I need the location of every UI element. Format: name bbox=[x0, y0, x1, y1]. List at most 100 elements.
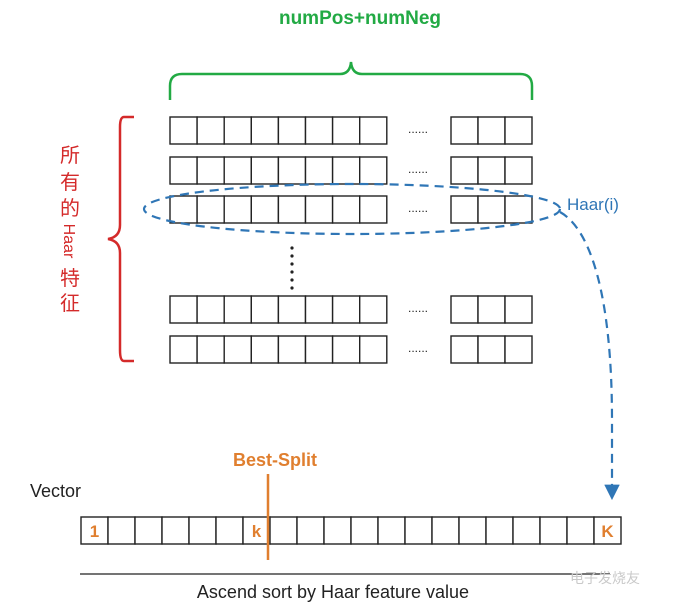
feature-cell bbox=[169, 116, 198, 145]
feature-cell bbox=[477, 195, 506, 224]
feature-cell bbox=[277, 195, 307, 224]
feature-cell bbox=[223, 116, 252, 145]
vector-cell bbox=[107, 516, 136, 545]
feature-cell bbox=[223, 195, 252, 224]
vector-cell bbox=[512, 516, 541, 545]
feature-row: ...... bbox=[169, 295, 533, 324]
feature-cell bbox=[277, 295, 307, 324]
feature-cell bbox=[304, 116, 334, 145]
feature-row: ...... bbox=[169, 116, 533, 145]
vector-cell bbox=[566, 516, 595, 545]
feature-cell bbox=[250, 335, 280, 364]
vector-cell bbox=[296, 516, 325, 545]
feature-cell bbox=[169, 195, 198, 224]
side-label-part: 有 bbox=[60, 171, 80, 194]
vector-cell bbox=[215, 516, 244, 545]
vector-cell bbox=[269, 516, 298, 545]
feature-cell bbox=[223, 335, 252, 364]
feature-cell bbox=[169, 335, 198, 364]
feature-cell bbox=[277, 335, 307, 364]
haar-i-arrow bbox=[559, 211, 620, 501]
row-ellipsis: ...... bbox=[408, 201, 428, 215]
feature-cell bbox=[504, 195, 533, 224]
feature-cell bbox=[331, 195, 361, 224]
feature-cell bbox=[331, 116, 361, 145]
feature-cell bbox=[250, 195, 280, 224]
row-ellipsis: ...... bbox=[408, 122, 428, 136]
feature-row: ...... bbox=[169, 156, 533, 185]
vector-cell bbox=[458, 516, 487, 545]
vector-cell bbox=[242, 516, 271, 545]
feature-cell bbox=[504, 156, 533, 185]
feature-cell bbox=[196, 156, 225, 185]
feature-cell bbox=[304, 295, 334, 324]
sample-count-label: numPos+numNeg bbox=[279, 8, 441, 29]
feature-cell bbox=[359, 156, 388, 185]
feature-cell bbox=[504, 295, 533, 324]
side-label-part: 所 bbox=[60, 144, 80, 167]
vector-cell bbox=[593, 516, 622, 545]
vector-cell bbox=[80, 516, 109, 545]
feature-cell bbox=[250, 116, 280, 145]
sample-brace bbox=[168, 61, 534, 100]
feature-cell bbox=[450, 116, 479, 145]
feature-cell bbox=[450, 295, 479, 324]
feature-cell bbox=[359, 195, 388, 224]
vector-label: Vector bbox=[30, 481, 81, 501]
vector-first-index: 1 bbox=[90, 522, 99, 541]
feature-cell bbox=[223, 295, 252, 324]
feature-cell bbox=[331, 335, 361, 364]
side-label-part: 特 bbox=[60, 267, 80, 290]
vector-cell bbox=[377, 516, 406, 545]
feature-brace bbox=[107, 115, 134, 363]
vector-last-index: K bbox=[601, 522, 614, 541]
feature-cell bbox=[331, 156, 361, 185]
feature-cell bbox=[304, 156, 334, 185]
feature-cell bbox=[196, 195, 225, 224]
feature-cell bbox=[450, 335, 479, 364]
feature-row: ...... bbox=[169, 195, 533, 224]
feature-cell bbox=[331, 295, 361, 324]
haar-i-label: Haar(i) bbox=[567, 195, 619, 214]
feature-cell bbox=[359, 116, 388, 145]
vector-cell bbox=[350, 516, 379, 545]
feature-cell bbox=[477, 116, 506, 145]
vector-cell bbox=[485, 516, 514, 545]
side-label-part: 的 bbox=[60, 197, 80, 220]
vertical-ellipsis bbox=[290, 246, 294, 290]
feature-cell bbox=[477, 335, 506, 364]
vector-split-index: k bbox=[252, 522, 262, 541]
feature-cell bbox=[196, 335, 225, 364]
side-label-part: Haar bbox=[60, 224, 77, 259]
feature-cell bbox=[277, 116, 307, 145]
best-split-label: Best-Split bbox=[233, 450, 317, 470]
vector-cell bbox=[134, 516, 163, 545]
vector-cell bbox=[323, 516, 352, 545]
sorted-vector: 1 k K bbox=[80, 516, 622, 545]
feature-cell bbox=[196, 295, 225, 324]
feature-cell bbox=[250, 295, 280, 324]
feature-cell bbox=[359, 335, 388, 364]
vector-cell bbox=[188, 516, 217, 545]
vector-cell bbox=[161, 516, 190, 545]
vector-cell bbox=[404, 516, 433, 545]
feature-cell bbox=[359, 295, 388, 324]
feature-cell bbox=[169, 156, 198, 185]
feature-cell bbox=[304, 195, 334, 224]
feature-cell bbox=[477, 295, 506, 324]
row-ellipsis: ...... bbox=[408, 162, 428, 176]
feature-cell bbox=[450, 156, 479, 185]
feature-cell bbox=[169, 295, 198, 324]
feature-cell bbox=[250, 156, 280, 185]
feature-cell bbox=[477, 156, 506, 185]
vector-cell bbox=[539, 516, 568, 545]
feature-grid: .............................. bbox=[169, 116, 533, 364]
row-ellipsis: ...... bbox=[408, 301, 428, 315]
feature-cell bbox=[223, 156, 252, 185]
feature-cell bbox=[196, 116, 225, 145]
watermark-text: 电子发烧友 bbox=[570, 570, 640, 586]
feature-cell bbox=[504, 335, 533, 364]
